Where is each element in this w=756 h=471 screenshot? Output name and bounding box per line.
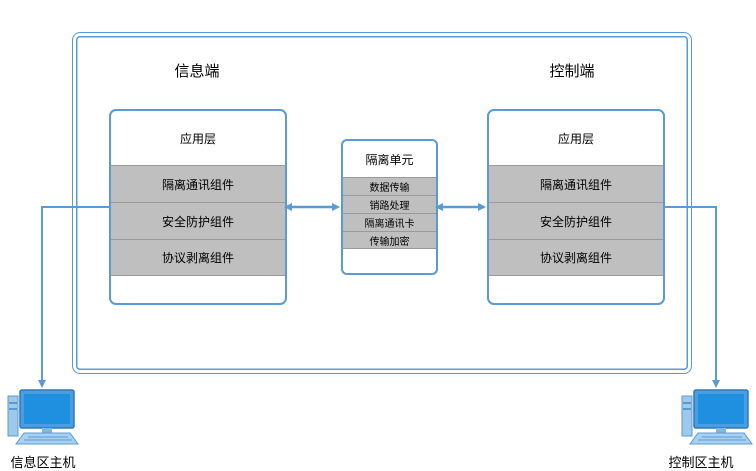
control-host-computer-icon <box>681 389 753 445</box>
isolation-item-data-transfer: 数据传输 <box>343 177 436 195</box>
info-component-protocol: 协议剥离组件 <box>111 239 285 276</box>
info-host-computer-icon <box>7 389 79 445</box>
isolation-item-comm-card: 隔离通讯卡 <box>343 213 436 231</box>
info-panel-header: 应用层 <box>179 131 216 146</box>
control-host-label: 控制区主机 <box>668 456 734 471</box>
control-component-security: 安全防护组件 <box>489 202 663 239</box>
isolation-item-processing: 销路处理 <box>343 195 436 213</box>
info-component-comm: 隔离通讯组件 <box>111 165 285 202</box>
control-host-connector <box>665 206 720 388</box>
control-component-protocol: 协议剥离组件 <box>489 239 663 276</box>
isolation-unit-title: 隔离单元 <box>365 152 414 167</box>
control-component-comm: 隔离通讯组件 <box>489 165 663 202</box>
isolation-item-encryption: 传输加密 <box>343 231 436 249</box>
info-host-label: 信息区主机 <box>10 456 76 471</box>
control-application-panel: 应用层 隔离通讯组件 安全防护组件 协议剥离组件 <box>487 109 665 305</box>
info-side-title: 信息端 <box>174 62 220 80</box>
info-component-security: 安全防护组件 <box>111 202 285 239</box>
system-frame <box>72 32 692 374</box>
control-panel-header: 应用层 <box>557 131 594 146</box>
isolation-unit: 隔离单元 数据传输 销路处理 隔离通讯卡 传输加密 <box>341 139 438 275</box>
info-application-panel: 应用层 隔离通讯组件 安全防护组件 协议剥离组件 <box>109 109 287 305</box>
info-host-connector <box>38 206 109 388</box>
control-side-title: 控制端 <box>549 62 595 80</box>
